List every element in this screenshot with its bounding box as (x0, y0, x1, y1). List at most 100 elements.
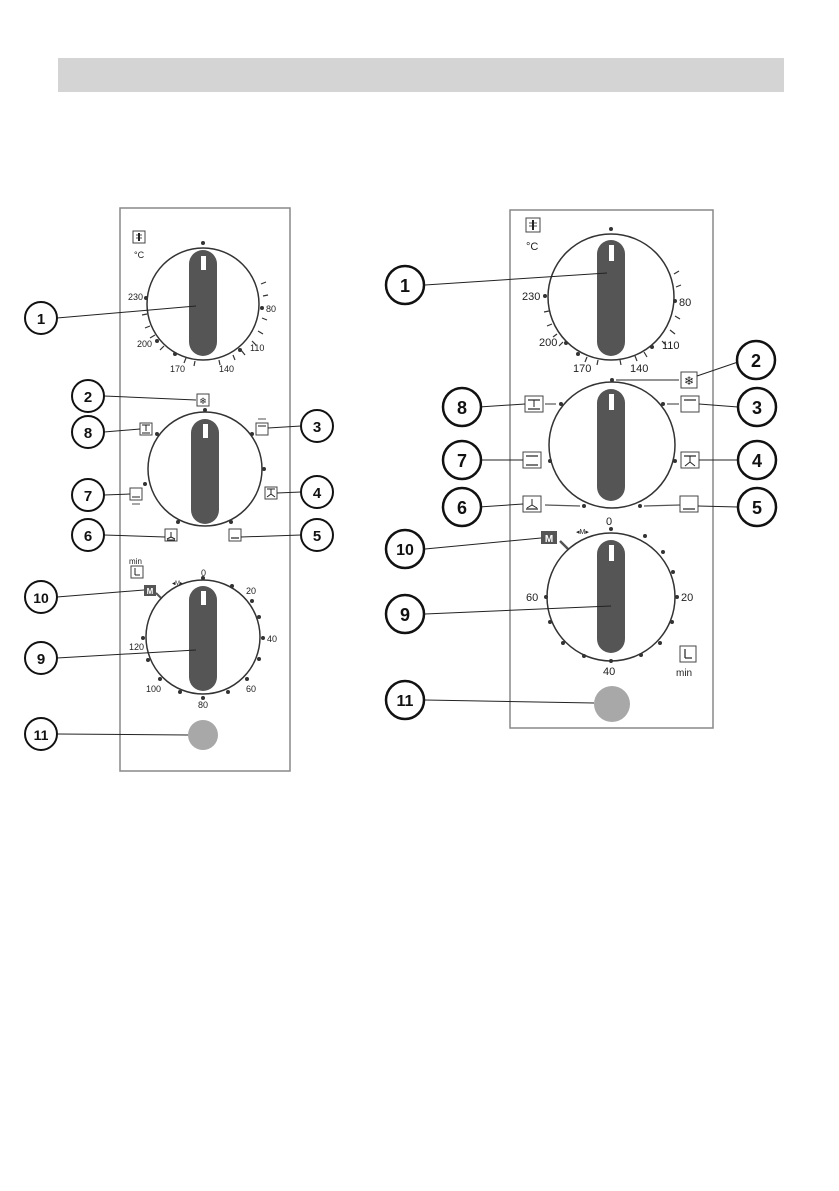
svg-text:6: 6 (84, 528, 92, 545)
manual-icon: M (541, 531, 557, 545)
timer-tick-0: 0 (606, 516, 612, 528)
svg-text:❄: ❄ (684, 374, 694, 388)
svg-text:❄: ❄ (199, 396, 207, 406)
callout-7: 7 (443, 441, 481, 479)
temp-tick-110: 110 (662, 340, 680, 352)
temp-tick-200: 200 (137, 339, 152, 349)
svg-text:M: M (545, 534, 553, 545)
fan-top-heat-icon (681, 452, 699, 468)
fan-bottom-heat-icon (165, 529, 177, 541)
timer-tick-40: 40 (603, 666, 615, 678)
svg-text:10: 10 (33, 590, 49, 606)
callout-2: 2 (72, 380, 104, 412)
temp-tick-200: 200 (539, 337, 557, 349)
oven-lamp (594, 686, 630, 722)
svg-text:10: 10 (396, 542, 414, 559)
svg-text:6: 6 (457, 498, 467, 518)
timer-tick-20: 20 (681, 592, 693, 604)
minutes-unit: min (676, 668, 692, 679)
svg-text:4: 4 (752, 451, 762, 471)
bottom-heat-icon (680, 496, 698, 512)
svg-text:3: 3 (752, 398, 762, 418)
temp-tick-170: 170 (170, 364, 185, 374)
callout-10: 10 (386, 530, 424, 568)
callout-10: 10 (25, 581, 57, 613)
fan-bottom-heat-icon (523, 496, 541, 512)
thermometer-icon (133, 231, 145, 243)
function-knob[interactable] (549, 382, 675, 508)
svg-text:1: 1 (37, 311, 45, 328)
svg-text:9: 9 (37, 651, 45, 668)
svg-text:4: 4 (313, 485, 322, 502)
svg-text:7: 7 (84, 488, 92, 505)
callout-9: 9 (386, 595, 424, 633)
callout-7: 7 (72, 479, 104, 511)
callout-2: 2 (737, 341, 775, 379)
callout-1: 1 (25, 302, 57, 334)
minutes-unit: min (129, 557, 142, 566)
manual-icon: M (144, 585, 156, 596)
temperature-knob[interactable] (548, 234, 674, 360)
callout-11: 11 (25, 718, 57, 750)
callout-4: 4 (301, 476, 333, 508)
temp-tick-170: 170 (573, 363, 591, 375)
callout-6: 6 (72, 519, 104, 551)
timer-tick-40: 40 (267, 634, 277, 644)
bottom-heat-fan-icon (140, 423, 152, 435)
callout-6: 6 (443, 488, 481, 526)
svg-text:1: 1 (400, 276, 410, 296)
temp-tick-230: 230 (522, 291, 540, 303)
fan-top-heat-icon (265, 487, 277, 499)
temperature-knob[interactable] (147, 248, 259, 360)
svg-text:3: 3 (313, 419, 321, 436)
temp-tick-140: 140 (219, 364, 234, 374)
svg-text:2: 2 (84, 389, 92, 406)
timer-tick-120: 120 (129, 642, 144, 652)
svg-text:M: M (147, 587, 154, 596)
clock-icon (680, 646, 696, 662)
svg-text:5: 5 (752, 498, 762, 518)
callout-4: 4 (738, 441, 776, 479)
function-knob[interactable] (148, 412, 262, 526)
callout-8: 8 (72, 416, 104, 448)
snowflake-icon: ❄ (197, 394, 209, 406)
timer-knob[interactable] (547, 533, 675, 661)
timer-tick-100: 100 (146, 684, 161, 694)
temp-tick-140: 140 (630, 363, 648, 375)
svg-text:8: 8 (84, 425, 92, 442)
svg-text:8: 8 (457, 398, 467, 418)
bottom-heat-fan-icon (525, 396, 543, 412)
callout-3: 3 (301, 410, 333, 442)
celsius-unit: °C (526, 241, 538, 253)
panel-a: °C 230 200 (25, 208, 333, 771)
timer-tick-80: 80 (198, 700, 208, 710)
clock-icon (131, 566, 143, 578)
callout-11: 11 (386, 681, 424, 719)
timer-tick-60: 60 (526, 592, 538, 604)
callout-3: 3 (738, 388, 776, 426)
timer-tick-60: 60 (246, 684, 256, 694)
timer-knob[interactable] (146, 580, 260, 694)
svg-text:7: 7 (457, 451, 467, 471)
svg-text:11: 11 (34, 727, 49, 743)
thermometer-icon (526, 218, 540, 232)
celsius-unit: °C (134, 250, 145, 260)
top-heat-icon (523, 452, 541, 468)
svg-text:9: 9 (400, 605, 410, 625)
svg-text:2: 2 (751, 351, 761, 371)
panel-b: °C 230 200 170 (386, 210, 776, 728)
top-bottom-heat-icon (681, 396, 699, 412)
temp-tick-80: 80 (679, 297, 691, 309)
oven-lamp (188, 720, 218, 750)
temp-tick-110: 110 (250, 343, 264, 353)
svg-text:5: 5 (313, 528, 321, 545)
callout-9: 9 (25, 642, 57, 674)
callout-5: 5 (301, 519, 333, 551)
callout-8: 8 (443, 388, 481, 426)
manual-arrows: ◂M▸ (576, 529, 589, 536)
temp-tick-230: 230 (128, 292, 143, 302)
callout-5: 5 (738, 488, 776, 526)
temp-tick-80: 80 (266, 304, 276, 314)
timer-tick-0: 0 (201, 568, 206, 578)
